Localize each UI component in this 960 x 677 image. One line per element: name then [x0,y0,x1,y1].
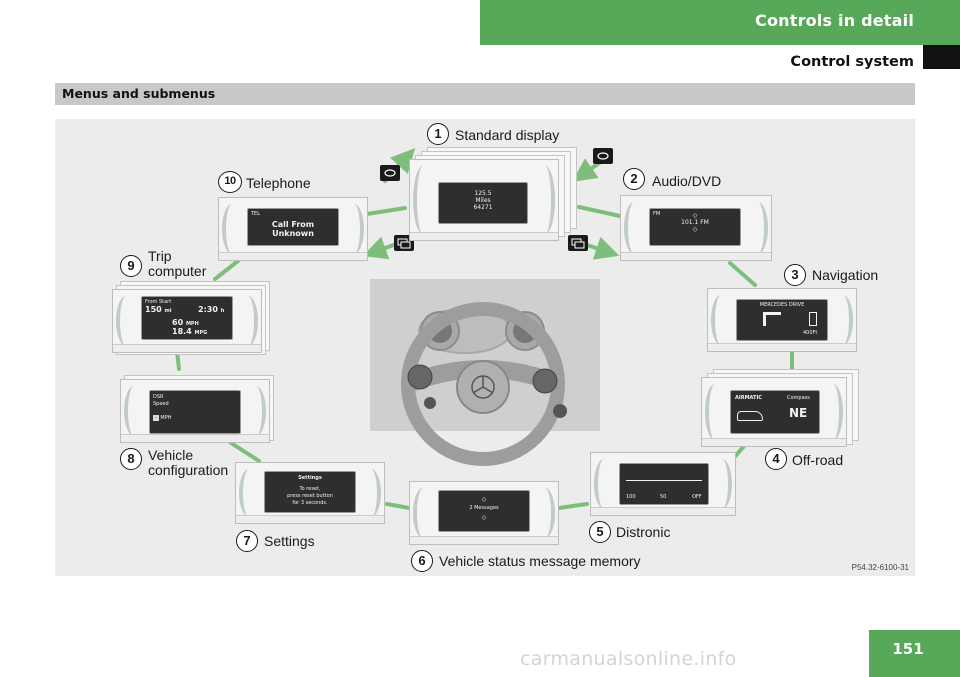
up-arrow-icon: ◇ [692,212,698,219]
link-standard-audio [577,205,622,218]
callout-10: 10 [218,171,242,193]
callout-1: 1 [427,123,449,145]
link-audio-navigation [728,261,757,287]
subsection-bar: Menus and submenus [55,83,915,105]
link-status-distronic [557,502,589,510]
page-number: 151 [892,640,924,658]
distronic-screen: 100 50 OFF [619,463,709,505]
down-arrow-icon: ◇ [692,226,698,233]
vehicle-configuration-screen: DSR Speed - MPH [149,390,241,434]
label-settings: Settings [264,533,315,549]
telephone-cluster: TEL Call From Unknown [218,197,368,261]
vehicle-configuration-cluster: DSR Speed - MPH [120,379,270,443]
scroll-button-icon [380,165,400,181]
subsection-title: Menus and submenus [62,86,216,101]
audio-screen: FM ◇ 101.1 FM ◇ [649,208,741,246]
down-arrow-icon: ◇ [481,514,487,521]
vehicle-icon [737,411,763,421]
link-telephone-trip [213,259,240,281]
section-title: Control system [790,54,914,70]
watermark: carmanualsonline.info [520,648,737,670]
callout-3: 3 [784,264,806,286]
callout-9: 9 [120,255,142,277]
offroad-screen: AIRMATIC Compass NE [730,390,820,434]
callout-8: 8 [120,448,142,470]
chapter-tab: Controls in detail [480,0,960,45]
label-audio-dvd: Audio/DVD [652,173,722,189]
page-number-tab: 151 [869,630,960,677]
trip-computer-cluster: From Start 150 mi 2:30 h 60 MPH 18.4 MPG [112,289,262,353]
offroad-cluster: AIRMATIC Compass NE [701,377,847,447]
audio-cluster: FM ◇ 101.1 FM ◇ [620,195,772,261]
label-navigation: Navigation [812,267,879,283]
standard-display-cluster: 125.5 Miles 64271 [409,159,559,241]
standard-display-screen: 125.5 Miles 64271 [438,182,528,224]
distance-gauge-icon [809,312,817,326]
label-trip-computer: Trip computer [148,248,207,279]
navigation-cluster: MERCEDES DRIVE 400Ft [707,288,857,352]
callout-5: 5 [589,521,611,543]
navigation-screen: MERCEDES DRIVE 400Ft [736,299,828,341]
steering-wheel-photo [370,279,600,466]
label-telephone: Telephone [246,175,311,191]
turn-left-icon [763,312,781,326]
status-memory-cluster: ◇ 2 Messages ◇ [409,481,559,545]
label-standard-display: Standard display [455,127,560,143]
menu-diagram: 125.5 Miles 64271 FM ◇ 101.1 FM ◇ TEL Ca… [55,119,915,576]
label-status-memory: Vehicle status message memory [439,553,641,569]
callout-6: 6 [411,550,433,572]
up-arrow-icon: ◇ [481,496,487,503]
telephone-screen: TEL Call From Unknown [247,208,339,246]
link-vehicle-settings [229,441,261,463]
link-settings-status [385,502,411,510]
connector-arrows [175,148,794,510]
distronic-cluster: 100 50 OFF [590,452,736,516]
trip-computer-screen: From Start 150 mi 2:30 h 60 MPH 18.4 MPG [141,296,233,340]
status-memory-screen: ◇ 2 Messages ◇ [438,490,530,532]
label-off-road: Off-road [792,452,844,468]
callout-2: 2 [623,168,645,190]
link-telephone-standard [365,206,407,216]
section-marker [923,45,960,69]
scroll-button-icon [593,148,613,164]
label-distronic: Distronic [616,524,671,540]
callout-4: 4 [765,448,787,470]
distance-scale-icon [626,480,702,481]
chapter-title: Controls in detail [755,11,914,30]
settings-screen: Settings To reset, press reset button fo… [264,471,356,513]
settings-cluster: Settings To reset, press reset button fo… [235,462,385,524]
figure-reference: P54.32-6100-31 [851,563,909,572]
label-vehicle-configuration: Vehicle configuration [148,447,229,478]
callout-7: 7 [236,530,258,552]
